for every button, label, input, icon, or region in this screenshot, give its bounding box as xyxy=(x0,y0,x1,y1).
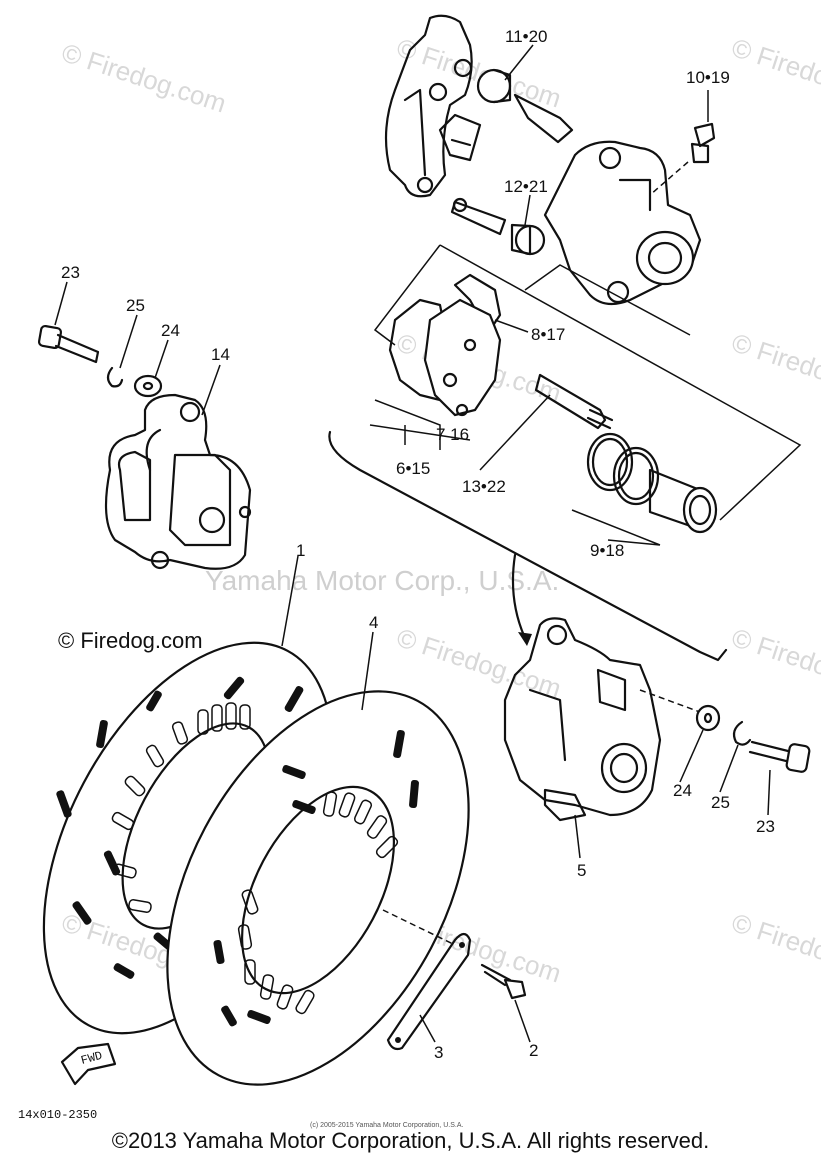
callout-8-17: 8•17 xyxy=(531,325,565,344)
pin-12 xyxy=(450,197,507,236)
callout-12-21: 12•21 xyxy=(504,177,548,196)
bracket-3 xyxy=(386,932,472,1051)
callout-2: 2 xyxy=(529,1041,538,1060)
callout-10-19: 10•19 xyxy=(686,68,730,87)
bleed-screw-10 xyxy=(690,122,716,164)
callout-23-left: 23 xyxy=(61,263,80,282)
watermark-firedog: © Firedog.com xyxy=(728,32,821,113)
bolt-23-left xyxy=(37,324,100,364)
callout-9-18: 9•18 xyxy=(590,541,624,560)
watermark-firedog: © Firedog.com xyxy=(728,622,821,703)
fwd-arrow-icon: FWD xyxy=(60,1042,117,1086)
pad-spring-8 xyxy=(453,273,502,332)
callout-5: 5 xyxy=(577,861,586,880)
pad-clip xyxy=(438,113,482,162)
arrow-to-caliper-5 xyxy=(511,553,532,646)
brake-pad-7 xyxy=(423,298,502,417)
tiny-copyright: (c) 2005-2015 Yamaha Motor Corporation, … xyxy=(310,1122,463,1129)
watermark-firedog-dark: © Firedog.com xyxy=(58,628,203,653)
brake-disc-4 xyxy=(166,690,470,1086)
caliper-body-exploded xyxy=(543,140,702,306)
callout-6-15: 6•15 xyxy=(396,459,430,478)
callout-3: 3 xyxy=(434,1043,443,1062)
piston xyxy=(648,468,718,534)
caliper-5 xyxy=(503,617,662,822)
leader-lines xyxy=(54,44,771,1043)
callout-11-20: 11•20 xyxy=(505,27,548,46)
bolt-2 xyxy=(480,963,527,1000)
pad-pin-13 xyxy=(534,373,614,430)
callout-4: 4 xyxy=(369,613,378,632)
callout-25-left: 25 xyxy=(126,296,145,315)
piston-seals-9 xyxy=(586,432,660,506)
callout-24-left: 24 xyxy=(161,321,180,340)
pin-11 xyxy=(513,93,574,144)
boot-12 xyxy=(510,223,546,256)
bolt-23-right xyxy=(748,740,811,773)
callout-1: 1 xyxy=(296,541,305,560)
footer-copyright: ©2013 Yamaha Motor Corporation, U.S.A. A… xyxy=(111,1128,710,1153)
caliper-14 xyxy=(104,393,252,570)
watermark-firedog: © Firedog.com xyxy=(393,622,565,703)
callout-23-right: 23 xyxy=(756,817,775,836)
callout-7-16: 7 16 xyxy=(436,425,469,444)
boot-11 xyxy=(476,68,512,104)
watermark-yamaha: Yamaha Motor Corp., U.S.A. xyxy=(205,565,559,596)
callout-24-right: 24 xyxy=(673,781,692,800)
watermark-firedog: © Firedog.com xyxy=(58,37,230,118)
fwd-label: FWD xyxy=(79,1049,103,1068)
washer-25-left xyxy=(106,366,124,388)
callout-labels: 1 2 3 4 5 6•15 7 16 8•17 9•18 10•19 11•2… xyxy=(61,27,775,1062)
caliper-bracket-top xyxy=(384,14,473,198)
watermark-firedog: © Firedog.com xyxy=(728,327,821,408)
washer-25-right xyxy=(732,720,752,746)
callout-14: 14 xyxy=(211,345,230,364)
washer-24-right xyxy=(695,704,721,732)
watermark-firedog: © Firedog.com xyxy=(728,907,821,988)
group-bracket-lines xyxy=(328,244,802,662)
diagram-code: 14x010-2350 xyxy=(18,1108,97,1122)
callout-25-right: 25 xyxy=(711,793,730,812)
washer-24-left xyxy=(133,374,163,398)
callout-13-22: 13•22 xyxy=(462,477,506,496)
